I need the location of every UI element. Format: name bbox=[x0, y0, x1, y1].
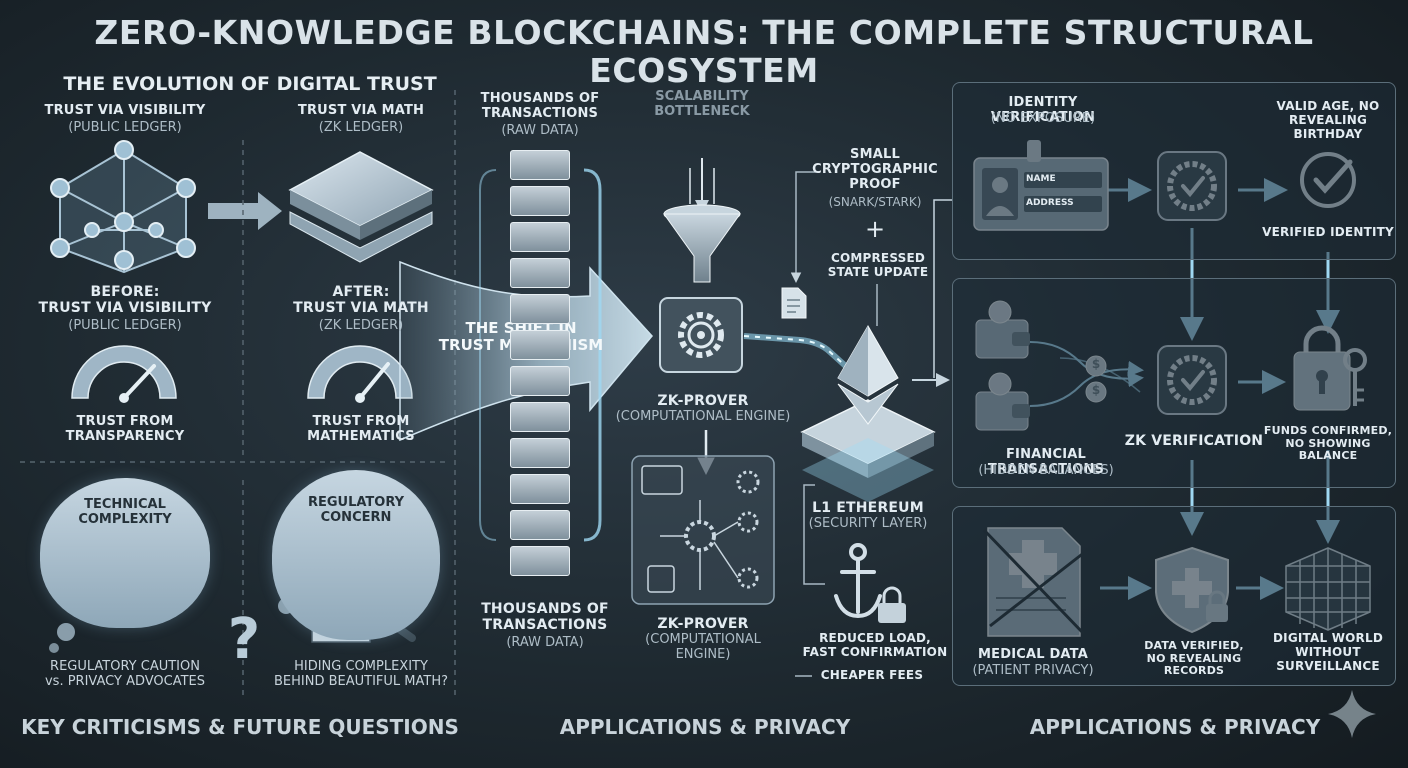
prover2-title: ZK-PROVER bbox=[657, 616, 749, 632]
proof-title: SMALL CRYPTOGRAPHIC PROOF bbox=[812, 147, 938, 192]
transaction-block bbox=[510, 222, 570, 252]
funnel-icon bbox=[663, 158, 741, 283]
transaction-block bbox=[510, 150, 570, 180]
before-subtitle: (PUBLIC LEDGER) bbox=[68, 318, 182, 333]
prover2-subtitle: (COMPUTATIONAL ENGINE) bbox=[645, 632, 761, 662]
valid-age-label: VALID AGE, NO REVEALING BIRTHDAY bbox=[1276, 99, 1380, 141]
cheaper-fees-label: CHEAPER FEES bbox=[820, 668, 924, 682]
identity-panel bbox=[952, 82, 1396, 260]
financial-title: FINANCIAL TRANSACTIONS bbox=[987, 447, 1105, 477]
mathematics-gauge-icon bbox=[307, 345, 413, 403]
l1-subtitle: (SECURITY LAYER) bbox=[808, 516, 928, 531]
card-address-field: ADDRESS bbox=[1026, 198, 1074, 208]
after-subtitle: (ZK LEDGER) bbox=[318, 318, 404, 333]
regulatory-concern-label: REGULATORY CONCERN bbox=[307, 495, 405, 525]
funds-confirmed-label: FUNDS CONFIRMED, NO SHOWING BALANCE bbox=[1263, 424, 1393, 463]
transaction-block bbox=[510, 330, 570, 360]
card-name-field: NAME bbox=[1026, 174, 1056, 184]
visibility-title: TRUST VIA VISIBILITY bbox=[44, 103, 206, 118]
after-title: AFTER: TRUST VIA MATH bbox=[293, 284, 429, 317]
regulatory-concern-cloud bbox=[272, 470, 440, 640]
page-title: ZERO-KNOWLEDGE BLOCKCHAINS: THE COMPLETE… bbox=[94, 13, 1314, 90]
transaction-block bbox=[510, 438, 570, 468]
evolution-heading: THE EVOLUTION OF DIGITAL TRUST bbox=[63, 73, 437, 95]
transaction-block bbox=[510, 294, 570, 324]
proof-subtitle: (SNARK/STARK) bbox=[828, 195, 922, 209]
l1-title: L1 ETHEREUM bbox=[812, 500, 924, 516]
proof-document-icon bbox=[781, 287, 807, 319]
public-ledger-network-icon bbox=[50, 140, 196, 274]
transaction-block bbox=[510, 474, 570, 504]
state-update-label: COMPRESSED STATE UPDATE bbox=[827, 251, 929, 279]
zk-ledger-cube-icon bbox=[288, 151, 434, 263]
transaction-block bbox=[510, 510, 570, 540]
prover-gear-icon bbox=[678, 312, 724, 358]
transactions-top-subtitle: (RAW DATA) bbox=[501, 123, 579, 138]
technical-complexity-cloud bbox=[40, 478, 210, 628]
transparency-gauge-icon bbox=[71, 345, 177, 403]
plus-sign: + bbox=[864, 215, 886, 243]
circuit-board-icon bbox=[641, 465, 760, 593]
technical-complexity-label: TECHNICAL COMPLEXITY bbox=[78, 497, 172, 527]
transaction-block bbox=[510, 186, 570, 216]
hiding-complexity-caption: HIDING COMPLEXITY BEHIND BEAUTIFUL MATH? bbox=[273, 659, 448, 689]
identity-title: IDENTITY VERIFICATION bbox=[990, 95, 1096, 125]
transaction-block bbox=[510, 546, 570, 576]
question-mark: ? bbox=[227, 607, 261, 672]
reduced-load-label: REDUCED LOAD, FAST CONFIRMATION bbox=[802, 631, 948, 659]
identity-subtitle: (NO EXPOSURE) bbox=[990, 111, 1096, 126]
transaction-block bbox=[510, 366, 570, 396]
evolution-arrow-icon bbox=[208, 192, 282, 230]
regulatory-caution-caption: REGULATORY CAUTION vs. PRIVACY ADVOCATES bbox=[44, 659, 206, 689]
anchor-icon bbox=[834, 543, 882, 619]
applications-footer-center: APPLICATIONS & PRIVACY bbox=[559, 715, 851, 739]
verified-identity-label: VERIFIED IDENTITY bbox=[1262, 225, 1394, 239]
transparency-gauge-label: TRUST FROM TRANSPARENCY bbox=[65, 414, 185, 444]
padlock-small-icon bbox=[878, 586, 906, 623]
data-verified-label: DATA VERIFIED, NO REVEALING RECORDS bbox=[1144, 639, 1244, 678]
transaction-stack bbox=[510, 150, 570, 576]
scalability-bottleneck-label: SCALABILITY BOTTLENECK bbox=[654, 89, 750, 119]
prover-subtitle: (COMPUTATIONAL ENGINE) bbox=[615, 409, 791, 424]
medical-panel bbox=[952, 506, 1396, 686]
prover-title: ZK-PROVER bbox=[657, 393, 749, 409]
transaction-block bbox=[510, 258, 570, 288]
mathematics-gauge-label: TRUST FROM MATHEMATICS bbox=[307, 414, 415, 444]
criticisms-footer: KEY CRITICISMS & FUTURE QUESTIONS bbox=[21, 715, 459, 739]
math-subtitle: (ZK LEDGER) bbox=[318, 120, 404, 135]
sparkle-icon bbox=[1328, 690, 1376, 738]
medical-title: MEDICAL DATA bbox=[977, 647, 1089, 662]
visibility-subtitle: (PUBLIC LEDGER) bbox=[68, 120, 182, 135]
medical-subtitle: (PATIENT PRIVACY) bbox=[972, 663, 1094, 678]
transactions-top-title: THOUSANDS OF TRANSACTIONS bbox=[480, 91, 600, 121]
math-title: TRUST VIA MATH bbox=[297, 103, 425, 118]
transactions-bottom-title: THOUSANDS OF TRANSACTIONS bbox=[481, 601, 609, 634]
zk-verification-label: ZK VERIFICATION bbox=[1124, 433, 1264, 449]
digital-world-label: DIGITAL WORLD WITHOUT SURVEILLANCE bbox=[1273, 631, 1383, 673]
coin-symbol: $ bbox=[1091, 383, 1101, 397]
ethereum-l1-icon bbox=[800, 324, 936, 502]
applications-footer-right: APPLICATIONS & PRIVACY bbox=[1029, 715, 1321, 739]
financial-panel bbox=[952, 278, 1396, 488]
coin-symbol: $ bbox=[1091, 357, 1101, 371]
transactions-bottom-subtitle: (RAW DATA) bbox=[506, 635, 584, 650]
financial-subtitle: (HIDDEN BALANCES) bbox=[978, 463, 1114, 478]
before-title: BEFORE: TRUST VIA VISIBILITY bbox=[38, 284, 212, 317]
transaction-block bbox=[510, 402, 570, 432]
